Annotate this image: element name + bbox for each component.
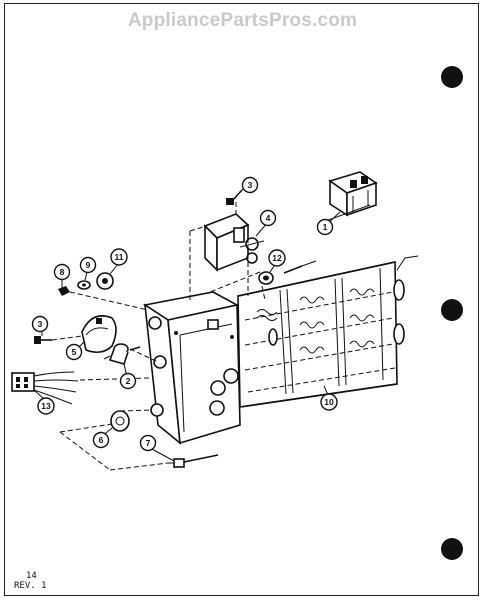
callout-9: 9 — [79, 256, 97, 274]
callout-6: 6 — [92, 431, 110, 449]
part-ground-lead — [168, 454, 219, 468]
part-terminal-plug — [11, 371, 79, 405]
callout-4: 4 — [259, 209, 277, 227]
callout-10: 10 — [320, 393, 338, 411]
part-fasteners — [58, 272, 114, 296]
callout-8-label: 8 — [60, 267, 65, 277]
part-thermostat-switch — [203, 213, 265, 272]
callout-2-label: 2 — [126, 376, 131, 386]
callout-12-label: 12 — [272, 253, 282, 263]
callout-4-label: 4 — [266, 213, 271, 223]
callout-11-label: 11 — [115, 252, 124, 262]
callout-7-label: 7 — [146, 438, 151, 448]
callout-2: 2 — [119, 372, 137, 390]
binder-hole-middle — [441, 299, 463, 321]
part-nut-screw — [258, 260, 317, 285]
leader-lines — [51, 202, 266, 471]
binder-hole-bottom — [441, 538, 463, 560]
callout-8: 8 — [53, 263, 71, 281]
callout-6-label: 6 — [99, 435, 104, 445]
callout-3-left-label: 3 — [38, 319, 43, 329]
callout-11: 11 — [110, 248, 128, 266]
watermark-text: AppliancePartsPros.com — [127, 10, 358, 31]
callout-9-label: 9 — [86, 260, 91, 270]
callout-1: 1 — [316, 218, 334, 236]
callout-13-label: 13 — [41, 401, 51, 411]
callout-3-left: 3 — [31, 315, 49, 333]
page-border — [4, 3, 479, 596]
callout-5-label: 5 — [72, 347, 77, 357]
callout-13: 13 — [37, 397, 55, 415]
callout-3-top-label: 3 — [248, 180, 253, 190]
revision-label: REV. 1 — [14, 581, 47, 591]
page-footer: 14 REV. 1 — [14, 571, 47, 591]
page-number: 14 — [26, 571, 37, 581]
part-control-box — [142, 291, 241, 445]
callout-3-top: 3 — [241, 176, 259, 194]
callout-7: 7 — [139, 434, 157, 452]
callout-1-label: 1 — [323, 222, 328, 232]
part-limit-switch — [81, 315, 117, 354]
part-grommet — [110, 410, 130, 432]
callout-10-label: 10 — [324, 397, 334, 407]
callout-5: 5 — [65, 343, 83, 361]
part-thermal-fuse — [103, 343, 141, 365]
callout-12: 12 — [268, 249, 286, 267]
part-relay — [319, 171, 378, 224]
binder-hole-top — [441, 66, 463, 88]
part-screw-left — [34, 336, 52, 344]
